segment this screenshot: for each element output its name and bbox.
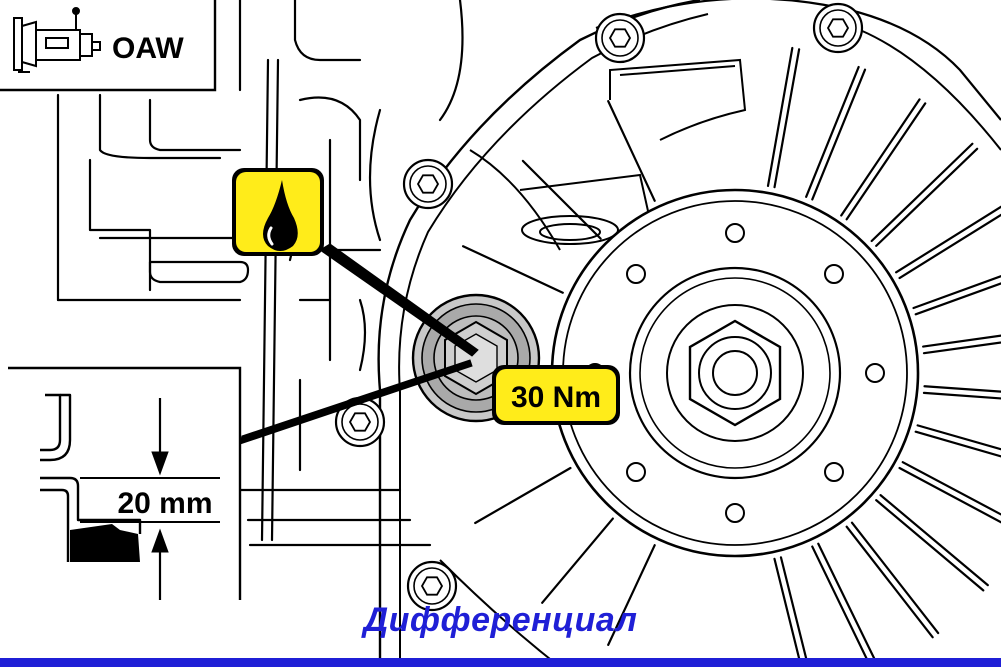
flange-bolts bbox=[334, 2, 864, 612]
hub-bolt-hole bbox=[824, 264, 844, 284]
hub-bolt-hole bbox=[626, 462, 646, 482]
housing-left-linework bbox=[56, 0, 464, 547]
gearbox-icon bbox=[13, 7, 101, 73]
level-dimension-label: 20 mm bbox=[117, 487, 212, 520]
diagram-caption: Дифференциал bbox=[363, 601, 638, 639]
hub-bolt-hole bbox=[725, 503, 745, 523]
cover-ribs bbox=[462, 46, 1001, 667]
oil-drop-icon bbox=[263, 180, 298, 251]
gearbox-code-box: OAW bbox=[0, 0, 217, 92]
flange-bolt bbox=[812, 2, 864, 54]
flange-bolt bbox=[402, 158, 454, 210]
flange-bolt bbox=[594, 12, 646, 64]
level-dimension bbox=[80, 398, 220, 600]
torque-badge: 30 Nm bbox=[492, 365, 620, 425]
hub-bolt-hole bbox=[865, 363, 885, 383]
hub-bolt-hole bbox=[725, 223, 745, 243]
flange-bolt bbox=[406, 560, 458, 612]
oil-level-detail-inset: 20 mm bbox=[8, 366, 242, 608]
torque-value-label: 30 Nm bbox=[511, 381, 601, 414]
differential-cover bbox=[377, 0, 1001, 667]
hub-bolt-hole bbox=[824, 462, 844, 482]
hub-center-nut bbox=[688, 319, 782, 427]
oil-leader-line bbox=[319, 243, 479, 357]
variant-code-label: OAW bbox=[112, 32, 184, 65]
bottom-accent-bar bbox=[0, 658, 1001, 667]
oil-fill-badge bbox=[232, 168, 324, 256]
leader-lines bbox=[239, 243, 479, 445]
hub-bolt-hole bbox=[626, 264, 646, 284]
oil-level-fill bbox=[70, 524, 140, 562]
